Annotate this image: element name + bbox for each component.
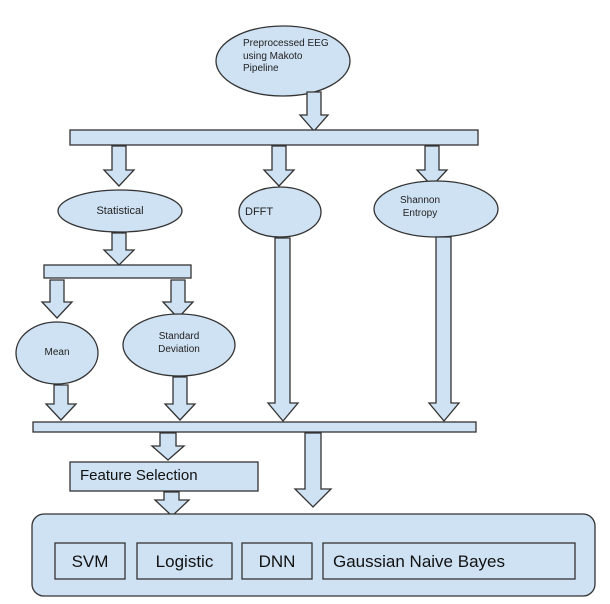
arrow-to-dfft <box>262 145 296 187</box>
merge-bar <box>32 421 477 433</box>
arrow-dfft-to-bar <box>266 237 300 423</box>
arrow-shannon-to-bar <box>427 236 461 423</box>
arrow-to-shannon <box>415 145 449 187</box>
arrow-to-mean <box>40 279 74 319</box>
classifier-box-dnn <box>241 542 313 580</box>
feature-selection-box <box>69 461 259 492</box>
dfft-label: DFFT <box>245 206 274 218</box>
arrow-mean-to-bar <box>44 384 78 421</box>
classifier-label-dnn: DNN <box>258 552 296 571</box>
classifier-box-svm <box>54 542 126 580</box>
classifier-box-gnb <box>322 542 576 580</box>
statistical-label: Statistical <box>96 205 144 217</box>
arrow-bar-to-classifiers <box>293 432 333 508</box>
statistical-splitter-bar <box>43 264 192 279</box>
mean-node <box>15 321 99 385</box>
arrow-to-std <box>161 279 195 319</box>
standard-deviation-node <box>122 313 236 377</box>
preprocessed-eeg-node <box>215 25 351 97</box>
arrow-statistical-to-bar <box>102 232 136 266</box>
arrow-bar-to-feature-selection <box>150 432 186 461</box>
arrow-feature-selection-to-classifiers <box>153 491 191 517</box>
classifier-label-gnb: Gaussian Naive Bayes <box>333 552 505 571</box>
arrow-std-to-bar <box>163 376 197 421</box>
statistical-node <box>57 189 183 233</box>
feature-selection-label: Feature Selection <box>80 467 198 484</box>
preprocessed-eeg-label: Preprocessed EEG using Makoto Pipeline <box>243 38 329 74</box>
standard-deviation-label: Standard Deviation <box>158 331 200 355</box>
mean-label: Mean <box>44 347 70 358</box>
shannon-entropy-label: Shannon Entropy <box>399 195 441 219</box>
top-splitter-bar <box>69 129 479 146</box>
arrow-preprocessed-to-bar <box>298 91 330 132</box>
classifier-label-svm: SVM <box>71 552 109 571</box>
dfft-node <box>238 186 322 238</box>
arrow-to-statistical <box>102 145 136 187</box>
classifier-label-logistic: Logistic <box>155 552 214 571</box>
classifier-box-logistic <box>136 542 233 580</box>
